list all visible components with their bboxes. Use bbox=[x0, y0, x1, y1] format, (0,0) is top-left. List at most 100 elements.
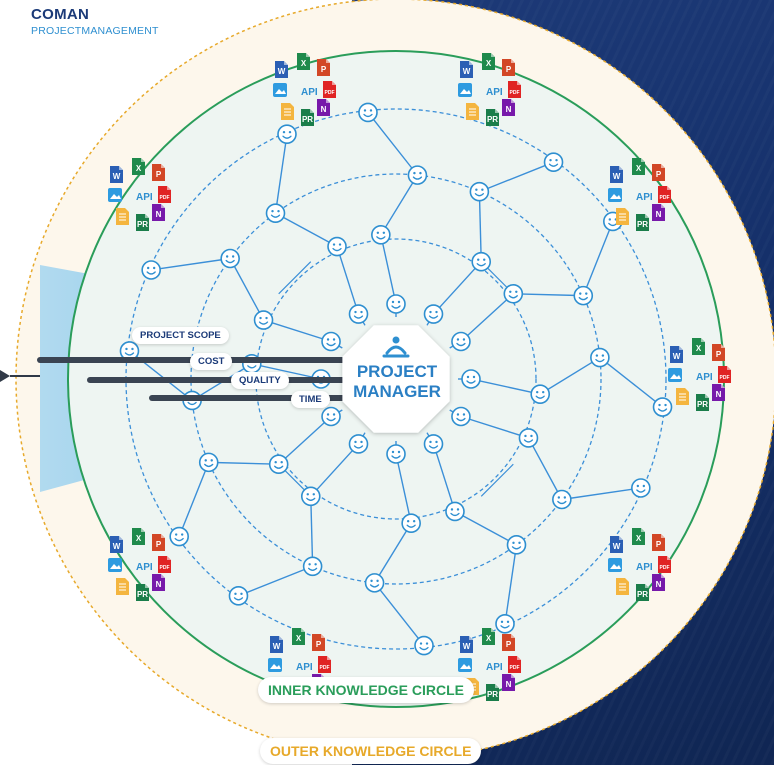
file-fold bbox=[161, 534, 165, 538]
image-mountain bbox=[460, 664, 471, 669]
team-member-node bbox=[530, 384, 551, 404]
spoke-link bbox=[460, 293, 514, 343]
smiley-eye bbox=[397, 300, 401, 304]
smiley-mouth bbox=[474, 193, 485, 197]
word-file-icon: W bbox=[110, 166, 123, 183]
smiley-eye bbox=[397, 450, 401, 454]
file-letter: P bbox=[156, 170, 162, 179]
team-member-node bbox=[300, 486, 321, 507]
project-file-icon: PR bbox=[136, 214, 149, 231]
team-member-node bbox=[321, 331, 341, 352]
smiley-person-icon bbox=[414, 635, 434, 656]
file-fold bbox=[469, 61, 473, 65]
smiley-mouth bbox=[578, 296, 588, 301]
spoke-link bbox=[599, 357, 663, 408]
team-member-node bbox=[141, 260, 161, 280]
document-file-icon bbox=[466, 103, 479, 120]
smiley-mouth bbox=[363, 113, 373, 118]
file-letter: PR bbox=[697, 400, 708, 409]
file-body bbox=[482, 628, 495, 645]
smiley-person-icon bbox=[518, 428, 539, 448]
team-member-node bbox=[358, 102, 378, 123]
file-letter: PDF bbox=[510, 665, 520, 671]
smiley-person-icon bbox=[220, 248, 240, 269]
file-letter: N bbox=[321, 105, 327, 114]
file-fold bbox=[167, 556, 171, 560]
powerpoint-file-icon: P bbox=[312, 634, 325, 651]
team-member-node bbox=[495, 614, 515, 634]
team-member-node bbox=[265, 203, 286, 223]
smiley-eye bbox=[595, 354, 599, 357]
file-body bbox=[718, 366, 731, 383]
smiley-eye bbox=[462, 413, 466, 416]
file-body bbox=[652, 204, 665, 221]
smiley-eye bbox=[536, 390, 539, 394]
smiley-mouth bbox=[247, 365, 257, 369]
dashed-ring-3 bbox=[255, 238, 537, 520]
smiley-eye bbox=[500, 620, 504, 624]
cost-label: COST bbox=[190, 353, 233, 370]
spoke-link bbox=[238, 565, 313, 597]
smiley-person-icon bbox=[386, 294, 406, 314]
file-letter: X bbox=[136, 164, 142, 173]
smiley-eye bbox=[425, 642, 429, 645]
smiley-person-icon bbox=[451, 406, 471, 427]
file-fold bbox=[161, 574, 165, 578]
file-body bbox=[460, 636, 473, 653]
smiley-eye bbox=[308, 563, 311, 566]
file-body bbox=[502, 674, 515, 691]
team-member-node bbox=[220, 248, 240, 269]
team-member-node bbox=[506, 535, 527, 555]
file-fold bbox=[495, 684, 499, 688]
team-member-node bbox=[631, 478, 651, 498]
file-fold bbox=[469, 636, 473, 640]
file-letter: N bbox=[656, 580, 662, 589]
file-fold bbox=[667, 186, 671, 190]
file-letter: P bbox=[716, 350, 722, 359]
spoke-link bbox=[151, 257, 231, 271]
pdf-file-icon: PDF bbox=[658, 556, 671, 573]
project-file-icon: PR bbox=[636, 214, 649, 231]
smiley-mouth bbox=[307, 567, 318, 571]
onenote-file-icon: N bbox=[152, 204, 165, 221]
project-scope-label: PROJECT SCOPE bbox=[132, 327, 229, 344]
spoke-link bbox=[274, 134, 288, 214]
smiley-mouth bbox=[391, 455, 401, 459]
spoke-link bbox=[373, 522, 412, 584]
smiley-eye bbox=[472, 375, 476, 379]
smiley-eye bbox=[131, 347, 134, 351]
onenote-file-icon: N bbox=[502, 674, 515, 691]
api-label: API bbox=[296, 662, 313, 673]
team-member-node bbox=[348, 434, 369, 454]
smiley-person-icon bbox=[469, 181, 490, 202]
file-body bbox=[136, 214, 149, 231]
image-file-icon bbox=[108, 558, 122, 572]
smiley-eye bbox=[332, 413, 336, 416]
spoke-link bbox=[479, 161, 554, 193]
file-fold bbox=[619, 166, 623, 170]
team-member-node bbox=[445, 501, 465, 522]
team-member-node bbox=[414, 635, 434, 656]
team-member-node bbox=[253, 310, 274, 330]
file-body bbox=[318, 656, 331, 673]
file-fold bbox=[119, 536, 123, 540]
file-letter: P bbox=[656, 540, 662, 549]
smiley-mouth bbox=[124, 352, 135, 356]
team-member-node bbox=[451, 331, 471, 352]
word-file-icon: W bbox=[110, 536, 123, 553]
project-manager-line2: MANAGER bbox=[353, 382, 441, 401]
file-body bbox=[158, 556, 171, 573]
file-fold bbox=[511, 634, 515, 638]
team-member-node bbox=[461, 369, 481, 389]
smiley-mouth bbox=[657, 408, 668, 412]
spoke-link bbox=[367, 112, 418, 176]
file-body bbox=[712, 384, 725, 401]
brand-logo: COMAN PROJECTMANAGEMENT bbox=[31, 6, 159, 37]
smiley-eye bbox=[601, 354, 605, 357]
smiley-mouth bbox=[326, 417, 336, 422]
smiley-mouth bbox=[376, 236, 386, 240]
excel-file-icon: X bbox=[632, 158, 645, 175]
smiley-person-icon bbox=[371, 224, 391, 245]
word-file-icon: W bbox=[460, 61, 473, 78]
